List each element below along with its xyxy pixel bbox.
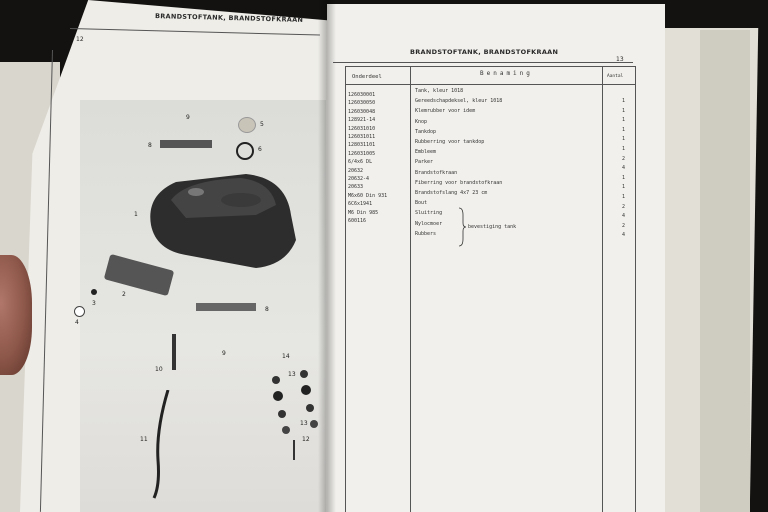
emblem-image [160, 140, 212, 148]
callout-4: 4 [75, 319, 79, 326]
part-number-cell: 126031005 [348, 150, 376, 157]
table-header-rule [345, 84, 635, 85]
quantity-cell: 1 [622, 107, 626, 114]
description-cell: Bout [415, 200, 428, 207]
emblem-image-2 [196, 303, 256, 311]
quantity-cell: 1 [622, 184, 626, 191]
description-cell: Brandstofslang 4x7 23 cm [415, 190, 488, 196]
part-number-cell: 126030001 [348, 92, 376, 98]
left-page-number: 12 [76, 36, 84, 43]
table-left-rule [345, 66, 346, 512]
quantity-cell: 2 [622, 222, 626, 229]
rubber-ring-image [236, 142, 254, 160]
book-gutter [318, 0, 336, 512]
description-cell: Klemrubber voor idem [415, 108, 476, 115]
quantity-cell: 2 [622, 203, 626, 210]
tank-cap-image [238, 117, 256, 133]
description-cell: Nylocmoer [415, 220, 443, 227]
table-top-rule [345, 66, 635, 67]
col-header-part-no: Onderdeel [352, 74, 382, 80]
description-cell: Sluitring [415, 210, 443, 217]
quantity-cell: 4 [622, 165, 626, 172]
quantity-cell: 1 [622, 136, 626, 143]
quantity-cell: 4 [622, 232, 626, 239]
description-cell: Knop [415, 118, 428, 125]
fuel-hose-image [152, 390, 170, 499]
description-cell: Embleem [415, 149, 437, 156]
callout-13a: 13 [288, 371, 296, 378]
callout-3: 3 [92, 300, 96, 307]
callout-5: 5 [260, 121, 264, 128]
description-cell: Brandstofkraan [415, 169, 458, 176]
right-header-rule [333, 62, 633, 63]
part-number-cell: 20633 [348, 184, 364, 191]
part-number-cell: M6 Din 985 [348, 209, 379, 216]
part-number-cell: 128031101 [348, 142, 376, 149]
part-number-cell: 6C6x1941 [348, 201, 373, 208]
fuel-tank-image [150, 174, 296, 268]
quantity-cell: 1 [622, 194, 626, 200]
callout-2: 2 [122, 291, 126, 298]
bolts-nuts-image [272, 370, 318, 460]
callout-6: 6 [258, 146, 262, 153]
brace-mark [458, 207, 467, 247]
quantity-cell: 4 [622, 213, 626, 220]
clamp-rubber-image [74, 306, 85, 317]
description-cell: Parker [415, 159, 434, 166]
right-page [327, 4, 665, 512]
part-number-cell: 128921-14 [348, 117, 376, 124]
description-cell: Gereedschapdeksel, kleur 1018 [415, 98, 503, 105]
callout-9a: 9 [186, 114, 190, 121]
quantity-cell: 1 [622, 98, 626, 104]
description-cell: Tank, kleur 1018 [415, 88, 464, 94]
callout-8a: 8 [148, 142, 152, 149]
part-number-cell: 126030050 [348, 100, 376, 107]
part-number-cell: M6x60 Din 931 [348, 192, 388, 199]
description-cell: Fiberring voor brandstofkraan [415, 179, 503, 186]
brace-label: bevestiging tank [468, 224, 517, 230]
table-right-rule [635, 66, 636, 512]
right-page-title: BRANDSTOFTANK, BRANDSTOFKRAAN [410, 48, 559, 56]
description-cell: Rubberring voor tankdop [415, 139, 485, 145]
quantity-cell: 1 [622, 117, 626, 124]
quantity-cell: 1 [622, 126, 626, 133]
callout-13b: 13 [300, 420, 308, 427]
col-header-description: Benaming [480, 70, 533, 77]
callout-9b: 9 [222, 350, 226, 357]
quantity-cell: 2 [622, 155, 626, 162]
callout-12: 12 [302, 436, 310, 443]
part-number-cell: 600116 [348, 218, 367, 224]
callout-11: 11 [140, 436, 148, 443]
part-number-cell: 20632 [348, 167, 364, 174]
fuel-tap-image [172, 334, 176, 370]
quantity-cell: 1 [622, 146, 626, 152]
part-number-cell: 20632-4 [348, 176, 370, 182]
description-cell: Tankdop [415, 128, 437, 135]
page-stack-edge [700, 30, 750, 512]
knob-image [91, 289, 97, 295]
callout-8b: 8 [265, 306, 269, 313]
callout-1: 1 [134, 211, 138, 218]
table-col-rule-2 [602, 66, 603, 512]
part-number-cell: 126030048 [348, 108, 376, 115]
callout-10: 10 [155, 366, 163, 373]
callout-14: 14 [282, 353, 290, 360]
part-number-cell: 126031010 [348, 125, 376, 132]
table-col-rule-1 [410, 66, 411, 512]
description-cell: Rubbers [415, 230, 437, 237]
part-number-cell: 126031011 [348, 134, 376, 140]
right-page-number: 13 [616, 56, 624, 63]
quantity-cell: 1 [622, 174, 626, 181]
part-number-cell: 6/4x6 DL [348, 159, 373, 166]
thumb [0, 255, 32, 375]
col-header-qty: Aantal [607, 74, 624, 79]
